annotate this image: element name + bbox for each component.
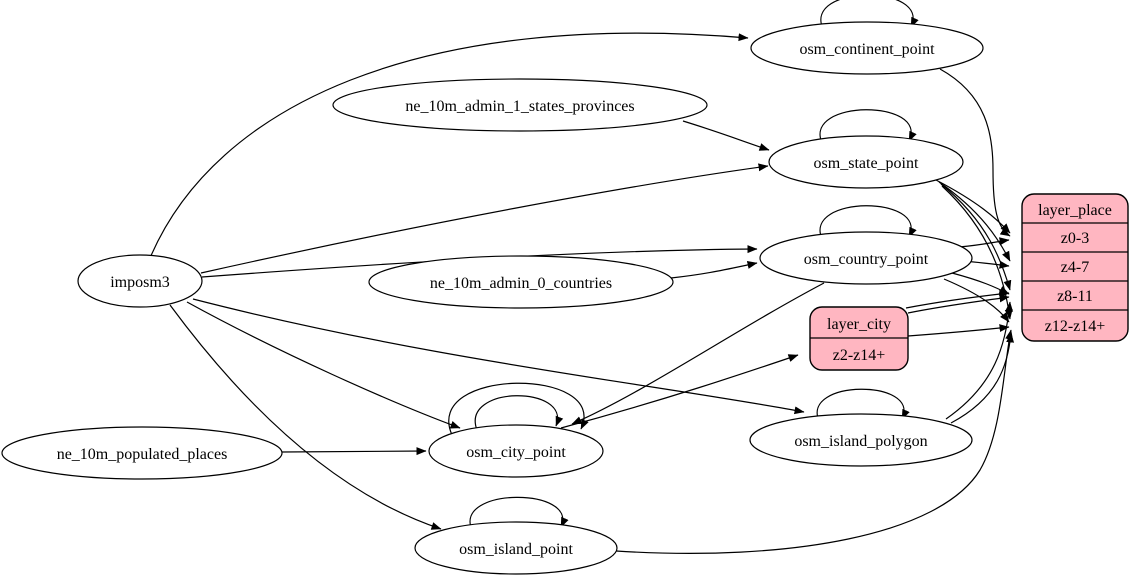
- edge-osm_country_point-osm_city_point: [571, 282, 825, 425]
- node-shape: [368, 255, 674, 309]
- edge-selfloop-inner-osm_city_point: [474, 395, 564, 431]
- node-label: osm_country_point: [804, 251, 929, 268]
- node-osm-city-point: osm_city_point: [428, 424, 604, 478]
- edges-layer: [149, 0, 1015, 554]
- edge-ne_10m_populated_places-osm_city_point: [281, 447, 427, 456]
- node-osm-continent-point: osm_continent_point: [750, 21, 984, 75]
- node-imposm3: imposm3: [77, 254, 203, 308]
- record-header: layer_place: [1038, 202, 1112, 219]
- edge-osm_island_point-layer_place-z12-z14: [615, 329, 1014, 554]
- edge-selfloop-osm_country_point: [819, 205, 917, 240]
- edge-osm_state_point-layer_place-z8-11: [940, 183, 1012, 291]
- node-layer-place: layer_place z0-3 z4-7 z8-11 z12-z14+: [1021, 193, 1129, 342]
- node-shape: [77, 254, 203, 308]
- edge-selfloop-outer-osm_city_point: [448, 382, 589, 436]
- edge-layer_city-layer_place-z8-11-b: [907, 294, 1010, 314]
- edge-osm_country_point-layer_place-z0-3: [958, 237, 1010, 248]
- edge-selfloop-osm_island_polygon: [816, 388, 910, 422]
- edge-selfloop-osm_continent_point: [820, 0, 919, 30]
- edge-osm_city_point-layer_city: [560, 354, 799, 429]
- edge-ne_10m_admin_1_states_provinces-osm_state_point: [682, 120, 770, 151]
- edge-imposm3-osm_island_polygon: [192, 298, 805, 415]
- node-shape: [750, 21, 984, 75]
- node-shape: [749, 413, 973, 467]
- record-row-z8-11: z8-11: [1057, 288, 1093, 305]
- edge-layer_city-layer_place-z12-z14: [907, 324, 1010, 337]
- edge-imposm3-osm_continent_point: [149, 32, 749, 259]
- node-label: ne_10m_admin_0_countries: [430, 275, 612, 292]
- node-osm-state-point: osm_state_point: [768, 135, 964, 189]
- node-label: osm_island_point: [459, 541, 573, 558]
- edge-osm_island_polygon-layer_place-z8-11: [945, 301, 1014, 420]
- node-shape: [768, 135, 964, 189]
- node-ne-10m-populated-places: ne_10m_populated_places: [1, 426, 283, 480]
- edge-imposm3-osm_island_point: [169, 304, 442, 530]
- node-shape: [414, 521, 618, 575]
- node-osm-island-polygon: osm_island_polygon: [749, 413, 973, 467]
- node-label: osm_continent_point: [799, 41, 935, 58]
- node-layer-city: layer_city z2-z14+: [809, 306, 909, 371]
- edge-imposm3-osm_city_point: [186, 301, 461, 429]
- node-shape: [332, 78, 708, 132]
- record-row-z12-z14: z12-z14+: [1045, 318, 1106, 335]
- node-label: osm_island_polygon: [794, 433, 927, 450]
- edge-ne_10m_admin_0_countries-osm_country_point: [670, 261, 758, 279]
- node-shape: [1, 426, 283, 480]
- edge-osm_state_point-layer_place-z0-3: [935, 179, 1011, 234]
- record-row-z2-z14: z2-z14+: [833, 347, 886, 364]
- edge-osm_island_polygon-layer_place-z12-z14: [950, 332, 1015, 424]
- record-row-z0-3: z0-3: [1061, 230, 1089, 247]
- record-row-z4-7: z4-7: [1061, 259, 1089, 276]
- edge-layer_city-layer_place-z8-11-a: [905, 290, 1010, 309]
- edge-osm_country_point-layer_place-z12-z14: [943, 278, 1010, 323]
- record-header: layer_city: [827, 316, 891, 333]
- node-label: ne_10m_populated_places: [57, 446, 228, 463]
- node-ne-10m-admin-1-states-provinces: ne_10m_admin_1_states_provinces: [332, 78, 708, 132]
- node-shape: [428, 424, 604, 478]
- record-shape: [1021, 193, 1129, 342]
- node-label: imposm3: [110, 274, 170, 291]
- edge-selfloop-osm_state_point: [819, 109, 917, 144]
- node-osm-country-point: osm_country_point: [759, 231, 973, 285]
- node-ne-10m-admin-0-countries: ne_10m_admin_0_countries: [368, 255, 674, 309]
- node-osm-island-point: osm_island_point: [414, 521, 618, 575]
- edge-osm_state_point-layer_place-z4-7: [938, 181, 1011, 262]
- node-label: osm_state_point: [814, 155, 919, 172]
- edge-selfloop-osm_island_point: [469, 496, 569, 531]
- node-label: ne_10m_admin_1_states_provinces: [405, 98, 634, 115]
- node-shape: [759, 231, 973, 285]
- node-label: osm_city_point: [466, 444, 566, 461]
- edge-imposm3-osm_state_point: [200, 163, 769, 274]
